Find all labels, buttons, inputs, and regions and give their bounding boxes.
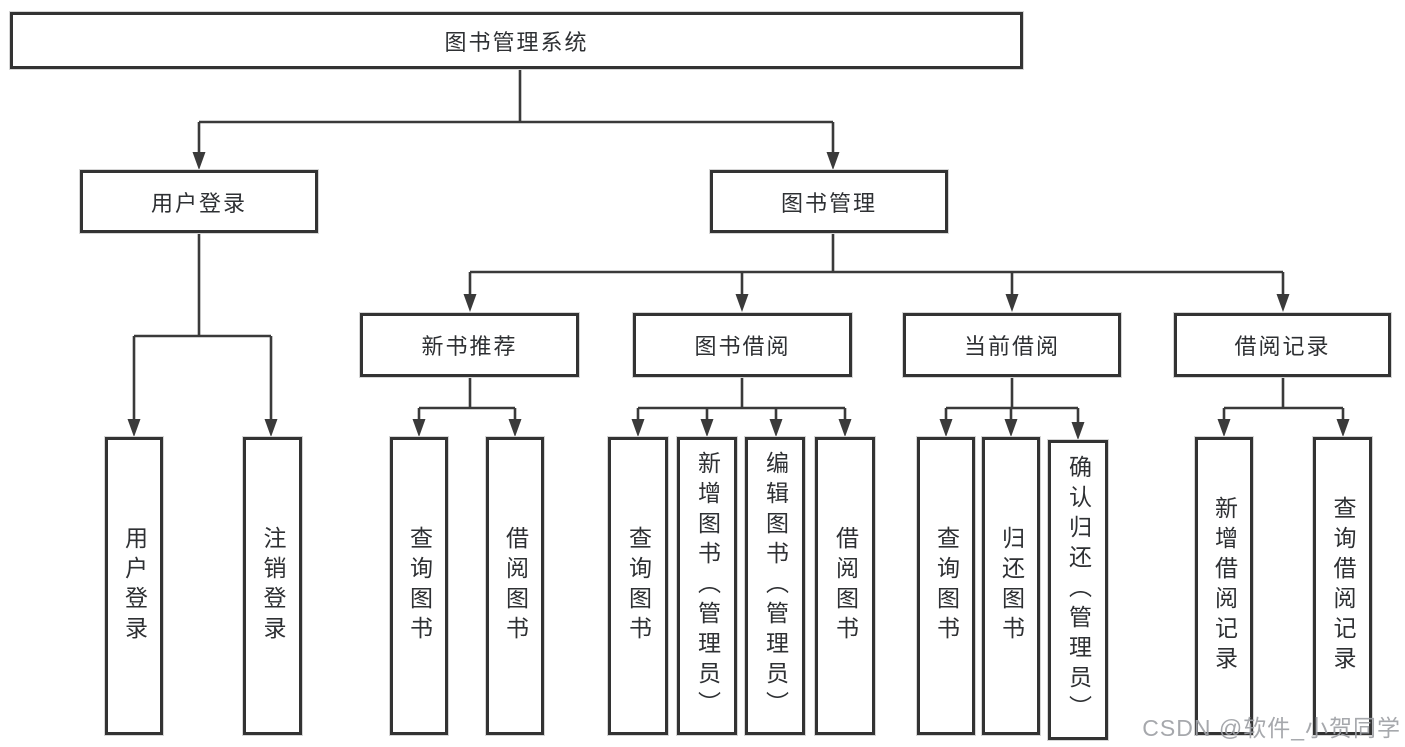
node-leaf-records-query-record-label: 查询借阅记录 — [1330, 496, 1356, 676]
node-leaf-records-add-record-label: 新增借阅记录 — [1211, 496, 1238, 676]
node-book-management-branch-label: 图书管理 — [780, 190, 877, 216]
node-leaf-recommend-query-books: 查询图书 — [390, 437, 448, 735]
connector-bookborrow-to-leaves — [636, 377, 847, 421]
node-leaf-records-add-record: 新增借阅记录 — [1195, 437, 1253, 735]
node-borrow-records: 借阅记录 — [1174, 313, 1391, 377]
node-leaf-current-query-books-label: 查询图书 — [933, 526, 960, 646]
node-current-borrow-label: 当前借阅 — [963, 334, 1060, 359]
node-leaf-records-query-record: 查询借阅记录 — [1313, 437, 1372, 735]
connector-records-to-leaves — [1222, 377, 1345, 421]
node-leaf-current-return-books-label: 归还图书 — [998, 526, 1025, 646]
node-leaf-borrow-add-books-admin-label: 新增图书（管理员） — [694, 451, 721, 721]
node-book-borrow: 图书借阅 — [633, 313, 852, 377]
node-user-login-branch: 用户登录 — [80, 170, 318, 233]
node-leaf-borrow-borrow-books-label: 借阅图书 — [832, 526, 859, 646]
node-leaf-borrow-edit-books-admin: 编辑图书（管理员） — [745, 437, 805, 735]
connector-recommend-to-leaves — [417, 377, 517, 421]
connector-userlogin-to-leaves — [132, 233, 273, 421]
node-new-book-recommend: 新书推荐 — [360, 313, 579, 377]
node-root-system: 图书管理系统 — [10, 12, 1023, 69]
node-leaf-current-confirm-return-admin: 确认归还（管理员） — [1048, 440, 1108, 740]
node-borrow-records-label: 借阅记录 — [1234, 334, 1331, 359]
node-leaf-borrow-add-books-admin: 新增图书（管理员） — [677, 437, 737, 735]
node-leaf-recommend-borrow-books-label: 借阅图书 — [502, 526, 529, 646]
node-user-login-branch-label: 用户登录 — [150, 190, 247, 216]
node-leaf-recommend-borrow-books: 借阅图书 — [486, 437, 544, 735]
node-root-system-label: 图书管理系统 — [444, 29, 589, 55]
connector-root-to-level2 — [197, 69, 835, 153]
node-leaf-logout-login-label: 注销登录 — [260, 526, 286, 646]
node-leaf-borrow-query-books: 查询图书 — [608, 437, 668, 735]
node-leaf-borrow-query-books-label: 查询图书 — [625, 526, 652, 646]
node-leaf-current-query-books: 查询图书 — [917, 437, 975, 735]
node-leaf-borrow-borrow-books: 借阅图书 — [815, 437, 875, 735]
node-leaf-user-login-label: 用户登录 — [121, 526, 148, 646]
connector-bookmgmt-to-level3 — [468, 233, 1285, 296]
node-leaf-user-login: 用户登录 — [105, 437, 163, 735]
node-leaf-current-return-books: 归还图书 — [982, 437, 1040, 735]
node-current-borrow: 当前借阅 — [903, 313, 1121, 377]
csdn-watermark: CSDN @软件_小贺同学 — [1142, 715, 1401, 741]
node-book-management-branch: 图书管理 — [710, 170, 948, 233]
connector-currentborrow-to-leaves — [944, 377, 1080, 424]
node-book-borrow-label: 图书借阅 — [694, 334, 791, 359]
node-leaf-current-confirm-return-admin-label: 确认归还（管理员） — [1065, 455, 1092, 725]
node-new-book-recommend-label: 新书推荐 — [421, 334, 518, 359]
node-leaf-borrow-edit-books-admin-label: 编辑图书（管理员） — [762, 451, 789, 721]
node-leaf-recommend-query-books-label: 查询图书 — [406, 526, 433, 646]
node-leaf-logout-login: 注销登录 — [243, 437, 302, 735]
